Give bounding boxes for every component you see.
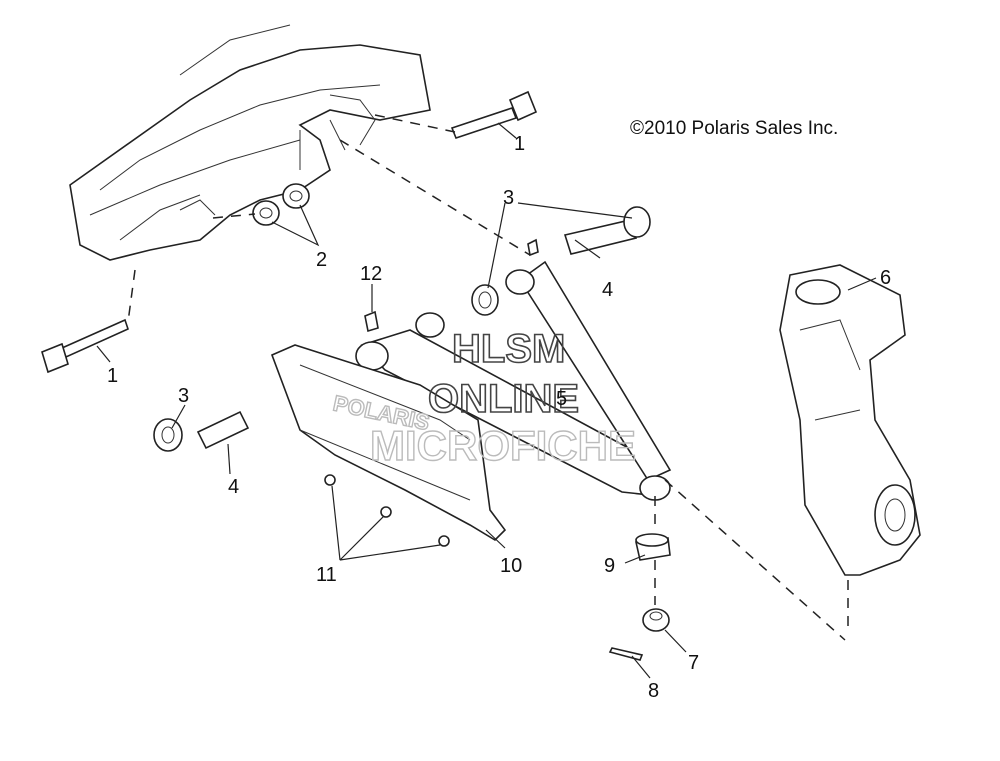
grease-fitting bbox=[364, 310, 379, 333]
callout-4-upper: 4 bbox=[602, 279, 613, 301]
callout-1-upper: 1 bbox=[514, 133, 525, 155]
watermark-line3: MICROFICHE bbox=[370, 422, 636, 469]
bushing-set-lower bbox=[153, 410, 250, 452]
ball-joint-cap bbox=[635, 533, 671, 561]
leader-lines bbox=[96, 122, 877, 679]
bushing-set-upper bbox=[471, 206, 651, 316]
skid-guard: POLARIS bbox=[270, 344, 507, 542]
steering-knuckle bbox=[779, 264, 921, 576]
callout-5: 5 bbox=[556, 388, 567, 410]
callout-labels: 1 1 2 3 3 4 4 5 6 7 8 9 10 11 12 bbox=[107, 133, 891, 702]
callout-4-lower: 4 bbox=[228, 476, 239, 498]
castle-nut bbox=[642, 608, 670, 632]
callout-10: 10 bbox=[500, 555, 522, 577]
callout-1-lower: 1 bbox=[107, 365, 118, 387]
bolt-lower bbox=[41, 318, 129, 374]
callout-12: 12 bbox=[360, 263, 382, 285]
a-arm bbox=[355, 238, 672, 501]
copyright-text: ©2010 Polaris Sales Inc. bbox=[630, 118, 838, 139]
callout-7: 7 bbox=[688, 652, 699, 674]
callout-11: 11 bbox=[316, 564, 337, 586]
callout-3-upper: 3 bbox=[503, 187, 514, 209]
callout-9: 9 bbox=[604, 555, 615, 577]
callout-6: 6 bbox=[880, 267, 891, 289]
cotter-pin bbox=[608, 647, 644, 661]
nut-pair bbox=[252, 183, 310, 226]
watermark: HLSM ONLINE MICROFICHE bbox=[369, 326, 636, 470]
watermark-line1: HLSM bbox=[452, 327, 565, 371]
watermark-line2: ONLINE bbox=[428, 377, 579, 421]
bolt-upper bbox=[450, 90, 538, 139]
frame bbox=[69, 24, 431, 261]
guard-bolts bbox=[324, 474, 450, 547]
callout-3-lower: 3 bbox=[178, 385, 189, 407]
callout-8: 8 bbox=[648, 680, 659, 702]
callout-2: 2 bbox=[316, 249, 327, 271]
